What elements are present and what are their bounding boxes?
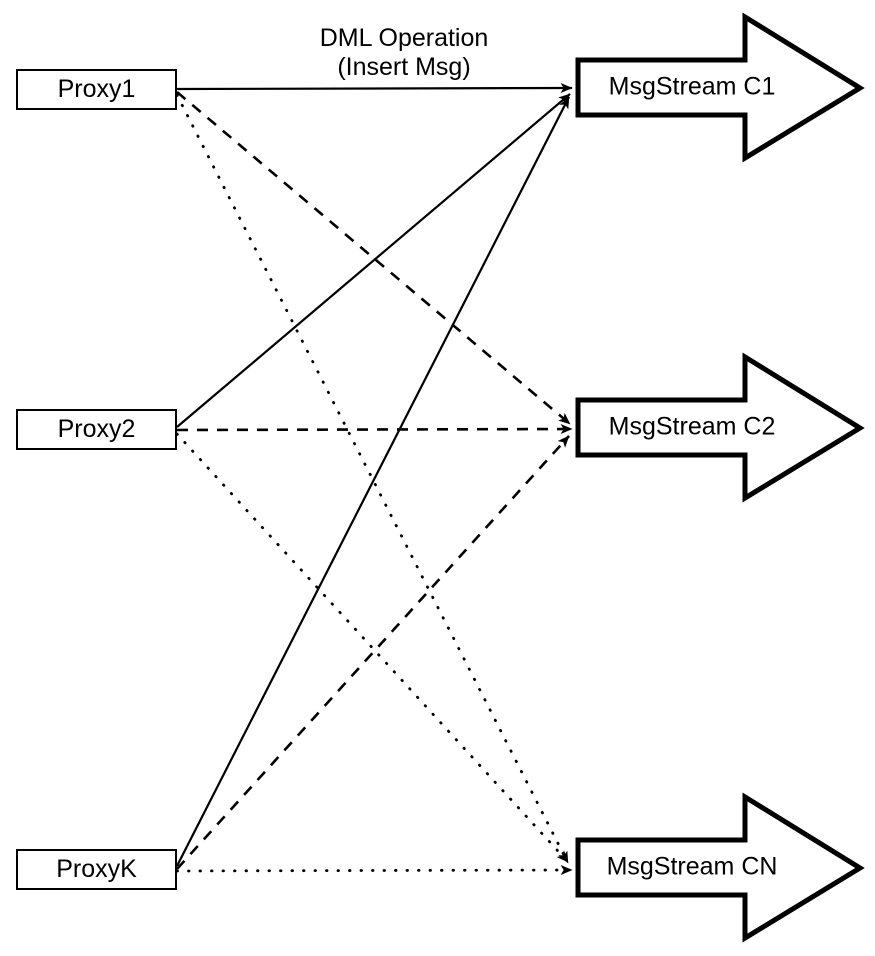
node-proxyk[interactable]: ProxyK [16,849,177,890]
node-proxyk-label: ProxyK [56,855,137,883]
edge-proxy1-to-c2 [176,91,571,425]
edge-caption: DML Operation (Insert Msg) [320,24,489,81]
node-msgstream-cn-label: MsgStream CN [607,853,778,881]
edge-proxy2-to-cn [175,432,570,864]
node-msgstream-c2[interactable]: MsgStream C2 [575,352,865,503]
node-proxy1-label: Proxy1 [58,75,136,103]
node-proxy2-box[interactable] [16,409,177,450]
node-msgstream-c1[interactable]: MsgStream C1 [575,12,865,163]
edge-caption-line1: DML Operation [320,24,489,52]
edge-proxy2-to-c2 [176,424,573,435]
node-proxy2-label: Proxy2 [58,415,136,443]
edge-proxy2-to-c1 [176,93,571,428]
edge-proxyk-to-c2 [176,435,570,870]
edge-proxy1-to-c1 [176,83,573,94]
node-msgstream-c1-label: MsgStream C1 [609,73,776,101]
node-proxy1[interactable]: Proxy1 [16,69,177,110]
node-msgstream-cn[interactable]: MsgStream CN [575,792,865,943]
node-proxy2[interactable]: Proxy2 [16,409,177,450]
edge-proxyk-to-c1 [176,96,570,867]
edge-proxyk-to-cn [175,865,574,876]
node-msgstream-cn-shape[interactable] [575,792,865,943]
node-proxyk-box[interactable] [16,849,177,890]
node-msgstream-c2-label: MsgStream C2 [609,413,776,441]
node-msgstream-c1-shape[interactable] [575,12,865,163]
node-proxy1-box[interactable] [16,69,177,110]
node-msgstream-c2-shape[interactable] [575,352,865,503]
edge-caption-line2: (Insert Msg) [337,53,470,81]
edge-proxy1-to-cn [175,93,570,865]
